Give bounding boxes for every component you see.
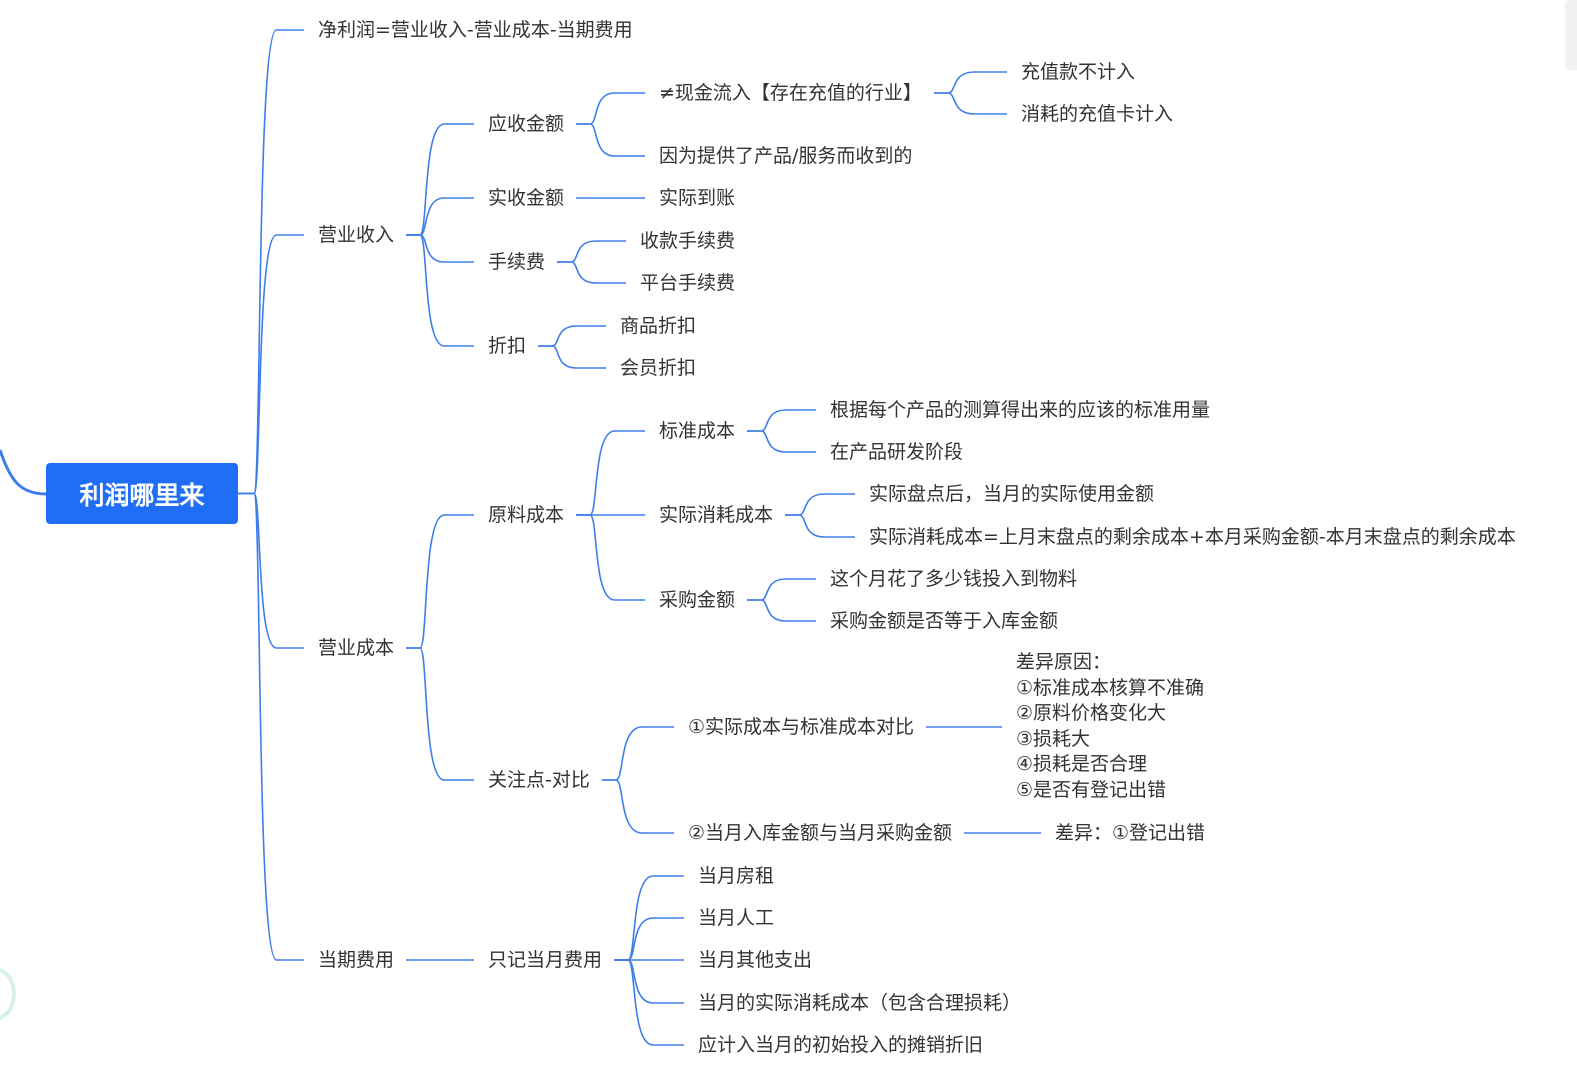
topic-focus-compare[interactable]: 关注点-对比 [488, 769, 590, 791]
topic-leaf[interactable]: 实际到账 [659, 187, 736, 209]
root-topic-label: 利润哪里来 [79, 480, 205, 510]
connector-line [785, 514, 855, 538]
topic-fees[interactable]: 手续费 [488, 251, 546, 273]
topic-variance-reasons[interactable]: 差异原因： ①标准成本核算不准确 ②原料价格变化大 ③损耗大 ④损耗是否合理 ⑤… [1016, 651, 1205, 802]
topic-leaf[interactable]: 商品折扣 [620, 315, 697, 337]
connector-line [576, 92, 645, 125]
topic-cost[interactable]: 营业成本 [318, 637, 395, 659]
topic-compare-1[interactable]: ①实际成本与标准成本对比 [688, 716, 915, 738]
connector-line [538, 345, 606, 369]
connector-line [576, 123, 645, 157]
topic-leaf[interactable]: 会员折扣 [620, 357, 697, 379]
connector-line [614, 917, 684, 961]
topic-revenue[interactable]: 营业收入 [318, 224, 395, 246]
connector-line [601, 779, 674, 834]
connector-line [614, 959, 684, 1046]
topic-compare-2[interactable]: ②当月入库金额与当月采购金额 [688, 822, 953, 844]
root-topic[interactable]: 利润哪里来 [46, 463, 238, 524]
connector-line [785, 493, 855, 516]
connector-line [747, 430, 816, 453]
connector-line [406, 234, 474, 347]
topic-expense[interactable]: 当期费用 [318, 949, 395, 971]
topic-not-cash[interactable]: ≠现金流入【存在充值的行业】 [659, 82, 922, 104]
connector-line [406, 123, 474, 236]
topic-leaf[interactable]: 实际消耗成本=上月末盘点的剩余成本+本月采购金额-本月末盘点的剩余成本 [869, 526, 1516, 548]
topic-leaf[interactable]: 因为提供了产品/服务而收到的 [659, 145, 913, 167]
connector-line [601, 726, 674, 781]
topic-leaf[interactable]: 差异：①登记出错 [1055, 822, 1206, 844]
topic-leaf[interactable]: 根据每个产品的测算得出来的应该的标准用量 [830, 399, 1211, 421]
topic-purchase[interactable]: 采购金额 [659, 589, 736, 611]
topic-leaf[interactable]: 充值款不计入 [1021, 61, 1136, 83]
connector-line [538, 325, 606, 347]
connector-line [0, 449, 47, 496]
topic-material-cost[interactable]: 原料成本 [488, 504, 565, 526]
connector-line [238, 492, 304, 649]
topic-standard-cost[interactable]: 标准成本 [659, 420, 736, 442]
connector-line [557, 240, 626, 263]
connector-line [238, 492, 304, 961]
topic-actual-cost[interactable]: 实际消耗成本 [659, 504, 774, 526]
topic-leaf[interactable]: 当月其他支出 [698, 949, 813, 971]
topic-net-profit[interactable]: 净利润=营业收入-营业成本-当期费用 [318, 19, 633, 41]
topic-leaf[interactable]: 当月的实际消耗成本（包含合理损耗） [698, 992, 1022, 1014]
connector-line [406, 234, 474, 263]
topic-leaf[interactable]: 在产品研发阶段 [830, 441, 964, 463]
topic-leaf[interactable]: 应计入当月的初始投入的摊销折旧 [698, 1034, 984, 1056]
connector-line [933, 92, 1007, 115]
scrollbar[interactable] [1565, 0, 1577, 70]
connector-line [576, 514, 645, 601]
connector-line [614, 959, 684, 1004]
topic-leaf[interactable]: 采购金额是否等于入库金额 [830, 610, 1059, 632]
topic-monthly-expense[interactable]: 只记当月费用 [488, 949, 603, 971]
connector-line [406, 197, 474, 236]
connector-line [557, 261, 626, 284]
connector-line [576, 430, 645, 516]
topic-leaf[interactable]: 当月房租 [698, 865, 775, 887]
topic-received[interactable]: 实收金额 [488, 187, 565, 209]
topic-leaf[interactable]: 实际盘点后，当月的实际使用金额 [869, 483, 1155, 505]
topic-leaf[interactable]: 这个月花了多少钱投入到物料 [830, 568, 1078, 590]
topic-leaf[interactable]: 当月人工 [698, 907, 775, 929]
connector-line [747, 409, 816, 432]
topic-receivable[interactable]: 应收金额 [488, 113, 565, 135]
topic-leaf[interactable]: 平台手续费 [640, 272, 736, 294]
topic-leaf[interactable]: 消耗的充值卡计入 [1021, 103, 1174, 125]
connector-line [406, 514, 474, 649]
connector-line [238, 29, 304, 495]
connector-line [747, 599, 816, 622]
topic-discount[interactable]: 折扣 [488, 335, 527, 357]
connector-line [933, 71, 1007, 94]
connector-line [406, 647, 474, 781]
connector-line [747, 578, 816, 601]
connector-line [238, 234, 304, 495]
topic-leaf[interactable]: 收款手续费 [640, 230, 736, 252]
